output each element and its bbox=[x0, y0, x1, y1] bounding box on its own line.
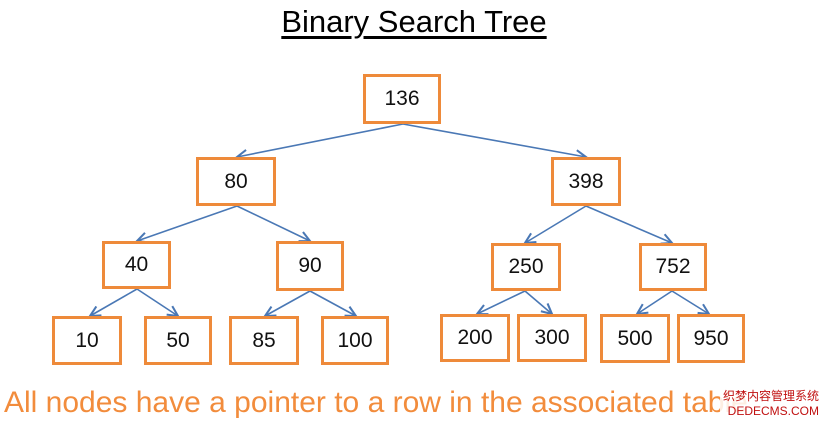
edge-80-40 bbox=[137, 205, 238, 241]
tree-node-root: 136 bbox=[363, 74, 441, 124]
edge-752-500 bbox=[637, 290, 673, 314]
watermark-line-2: DEDECMS.COM bbox=[727, 404, 819, 418]
edge-90-100 bbox=[309, 290, 356, 316]
tree-node-leaf: 500 bbox=[600, 314, 670, 363]
tree-node-level2: 40 bbox=[102, 241, 171, 289]
tree-node-level1: 80 bbox=[196, 157, 276, 206]
tree-node-leaf: 100 bbox=[321, 316, 389, 365]
edge-136-398 bbox=[402, 123, 586, 157]
tree-node-leaf: 85 bbox=[229, 316, 299, 365]
tree-node-leaf: 10 bbox=[52, 316, 122, 365]
tree-node-level2: 250 bbox=[491, 243, 561, 291]
tree-node-leaf: 300 bbox=[517, 314, 587, 362]
edge-752-950 bbox=[671, 290, 709, 314]
tree-node-leaf: 200 bbox=[440, 314, 510, 362]
edge-398-250 bbox=[525, 205, 587, 243]
diagram-title: Binary Search Tree bbox=[281, 4, 547, 39]
edge-40-50 bbox=[136, 288, 178, 316]
edge-250-300 bbox=[524, 290, 552, 314]
edge-250-200 bbox=[477, 290, 526, 314]
edge-136-80 bbox=[237, 123, 404, 157]
watermark-logo: 织梦内容管理系统 DEDECMS.COM bbox=[719, 388, 822, 420]
tree-node-leaf: 50 bbox=[144, 316, 212, 365]
edges-group bbox=[90, 123, 709, 316]
edge-80-90 bbox=[236, 205, 310, 241]
edge-398-752 bbox=[585, 205, 672, 243]
tree-node-leaf: 950 bbox=[677, 314, 745, 363]
footer-caption: All nodes have a pointer to a row in the… bbox=[4, 386, 748, 419]
edge-90-85 bbox=[265, 290, 311, 316]
tree-node-level2: 752 bbox=[639, 243, 707, 291]
edge-40-10 bbox=[90, 288, 138, 316]
tree-node-level2: 90 bbox=[276, 241, 344, 291]
tree-node-level1: 398 bbox=[551, 157, 621, 206]
watermark-line-1: 织梦内容管理系统 bbox=[722, 389, 819, 403]
